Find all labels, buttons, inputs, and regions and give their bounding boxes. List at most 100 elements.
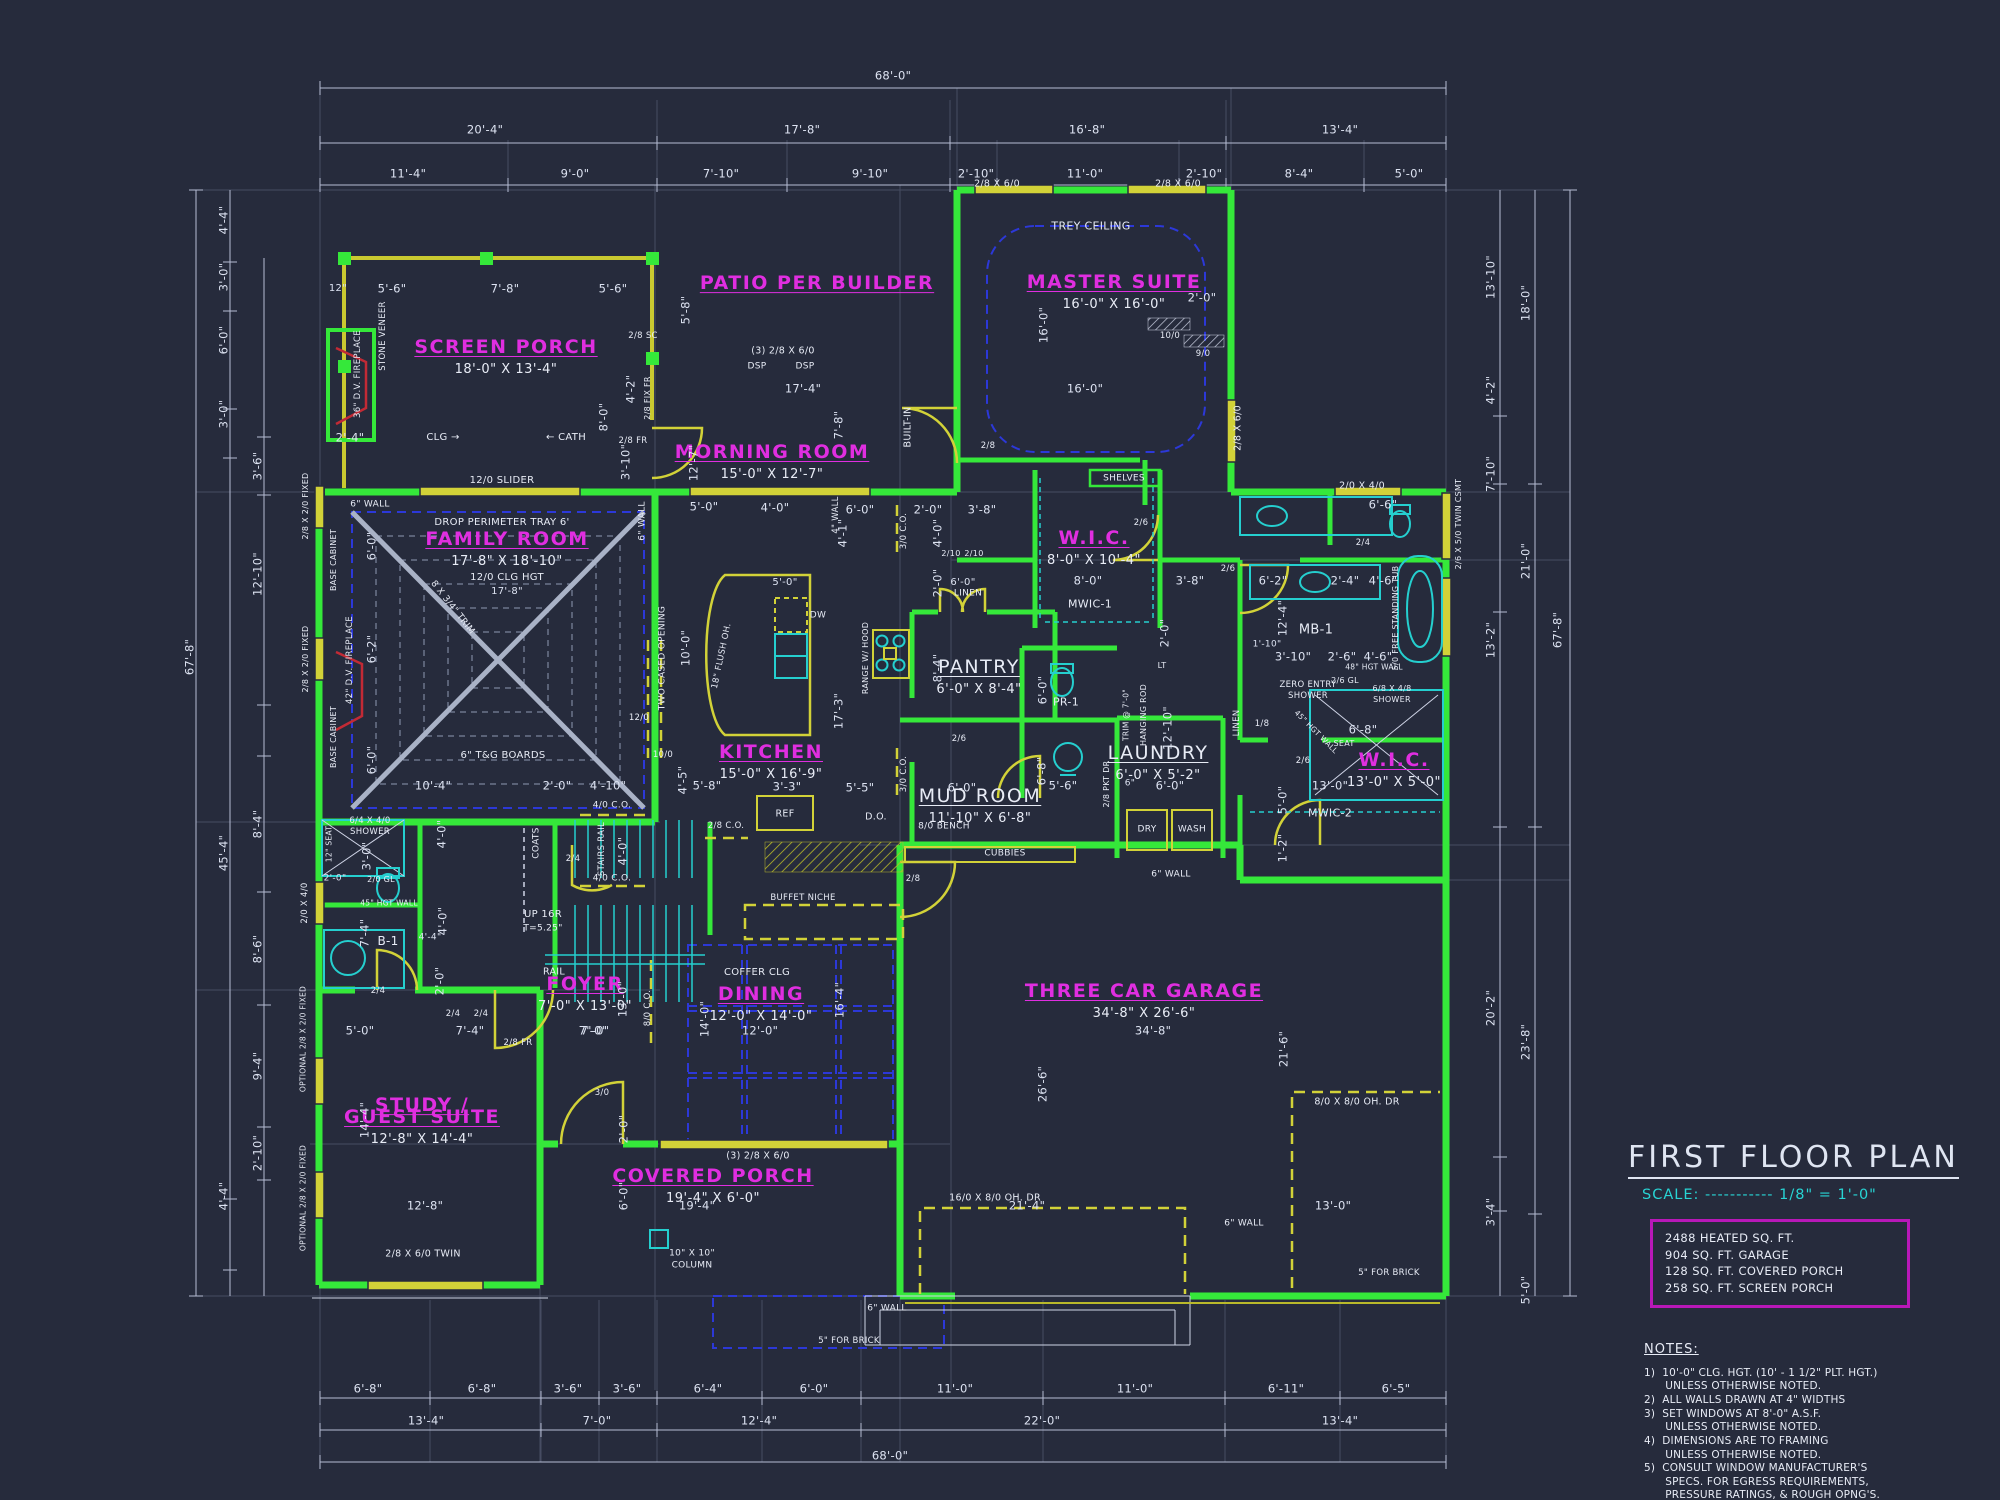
annotation-text: OPTIONAL 2/8 X 2/0 FIXED — [298, 985, 308, 1093]
room-label: PATIO PER BUILDER — [700, 272, 934, 296]
annotation-text: 2/4 — [370, 985, 386, 996]
annotation-text: SHOWER — [1288, 690, 1328, 701]
room-label: MUD ROOM 11'-10" X 6'-8" — [919, 785, 1041, 827]
dimension-text: 8'-4" — [1284, 166, 1314, 181]
annotation-text: 2/8 X 6/0 — [974, 178, 1020, 190]
room-name: THREE CAR GARAGE — [1024, 980, 1264, 1002]
annotation-text: SHOWER — [1373, 695, 1411, 704]
dimension-text: 12'-4" — [740, 1413, 778, 1428]
annotation-text: ZERO ENTRY — [1279, 679, 1337, 690]
dimension-text: 16'-4" — [832, 981, 847, 1019]
annotation-text: 48" HGT WALL — [1345, 662, 1403, 672]
dimension-text: 5'-0" — [772, 577, 798, 588]
dimension-text: 6'-0" — [364, 745, 379, 775]
dimension-text: 12'-8" — [406, 1198, 444, 1213]
dimension-text: 8'-0" — [596, 402, 611, 432]
dimension-text: 2'-10" — [250, 1134, 265, 1172]
dimension-text: 6'-0" — [1035, 675, 1050, 705]
dimension-text: 6'-6" — [1368, 497, 1398, 512]
dimension-text: 3'-8" — [1175, 573, 1205, 588]
dimension-text: 7'-0" — [582, 1413, 612, 1428]
annotation-text: 2/6 GL — [1331, 676, 1359, 685]
annotation-text: TRIM @ 7'-0" — [1121, 688, 1131, 742]
dimension-text: 16'-0" — [1036, 306, 1051, 344]
annotation-text: 2/6 — [1133, 517, 1149, 528]
dimension-text: 2'-0" — [323, 873, 347, 884]
kitchen-sink — [774, 633, 808, 679]
dimension-text: 6'-0" — [216, 325, 231, 355]
dimension-text: 13'-10" — [1483, 255, 1498, 299]
annotation-text: REF — [775, 808, 795, 820]
dimension-text: 9'-4" — [250, 1051, 265, 1081]
dimension-text: 14'-4" — [357, 1101, 372, 1139]
annotation-text: 12/0 SLIDER — [469, 475, 535, 486]
dimension-text: 6'-5" — [1381, 1381, 1411, 1396]
dishwasher — [774, 597, 808, 633]
dimension-text: 67'-8" — [182, 638, 197, 676]
dimension-text: 13'-4" — [407, 1413, 445, 1428]
dimension-text: 10'-4" — [414, 778, 452, 793]
dimension-text: 3'-6" — [250, 451, 265, 481]
dimension-text: 13'-4" — [1321, 122, 1359, 137]
dimension-text: 3'-6" — [612, 1381, 642, 1396]
note-line: 258 SQ. FT. SCREEN PORCH — [1665, 1281, 1834, 1296]
annotation-text: 2/6 X 5/0 TWIN CSMT — [1454, 478, 1463, 570]
note-line: 128 SQ. FT. COVERED PORCH — [1665, 1264, 1844, 1279]
note-line: UNLESS OTHERWISE NOTED. — [1644, 1421, 1822, 1434]
annotation-text: 2/8 FR — [503, 1037, 533, 1048]
annotation-text: MWIC-2 — [1307, 806, 1353, 820]
dimension-text: 13'-2" — [1483, 621, 1498, 659]
dimension-text: 7'-8" — [490, 281, 520, 296]
dimension-text: 11'-4" — [389, 166, 427, 181]
dimension-text: 1'-10" — [1252, 639, 1282, 650]
note-line: 904 SQ. FT. GARAGE — [1665, 1247, 1789, 1262]
annotation-text: 36" D.V. FIREPLACE — [352, 330, 363, 418]
laundry-machines — [1126, 809, 1213, 851]
dimension-text: 68'-0" — [874, 68, 912, 83]
dimension-text: 68'-0" — [871, 1448, 909, 1463]
dimension-text: 2'-0" — [432, 966, 447, 996]
dimension-text: 9'-0" — [560, 166, 590, 181]
dimension-text: 5'-0" — [689, 499, 719, 514]
room-name: LAUNDRY — [1107, 742, 1209, 764]
note-line: UNLESS OTHERWISE NOTED. — [1644, 1380, 1822, 1393]
dimension-text: 4'-0" — [930, 518, 945, 548]
annotation-text: 3/0 — [594, 1087, 610, 1098]
annotation-text: COFFER CLG — [723, 967, 791, 978]
annotation-text: OPTIONAL 2/8 X 2/0 FIXED — [298, 1144, 308, 1252]
room-name: DINING — [717, 983, 805, 1005]
dimension-text: 4'-4" — [418, 932, 442, 943]
hatched-details — [764, 317, 1225, 873]
bath1-door — [375, 948, 419, 991]
room-name: W.I.C. — [1058, 527, 1130, 549]
dimension-text: 7'-0" — [578, 1023, 608, 1038]
powder-room-fixtures — [1050, 663, 1083, 776]
annotation-text: 12/0 CLG HGT — [470, 572, 544, 583]
dimension-text: 17'-4" — [784, 381, 822, 396]
annotation-text: 10" X 10" — [669, 1248, 715, 1259]
dimension-text: 4'-0" — [435, 906, 450, 936]
dimension-text: 12'-7" — [686, 444, 701, 482]
room-name: KITCHEN — [719, 741, 823, 763]
dimension-text: 3'-0" — [216, 399, 231, 429]
room-label: STUDY / — [375, 1094, 469, 1118]
annotation-text: DROP PERIMETER TRAY 6' — [434, 517, 570, 528]
dimension-text: 12'-10" — [1160, 706, 1175, 750]
dimension-text: 3'-10" — [1274, 649, 1312, 664]
annotation-text: 12/0 — [628, 712, 650, 723]
room-dimensions: 17'-8" X 18'-10" — [451, 553, 563, 569]
range — [872, 629, 910, 679]
dimension-text: 4'-1" — [835, 518, 850, 548]
dimension-text: 8'-6" — [250, 934, 265, 964]
annotation-text: COATS — [531, 827, 542, 859]
annotation-text: 16/0 X 8/0 OH. DR — [949, 1192, 1041, 1204]
room-dimensions: 6'-0" X 8'-4" — [936, 681, 1022, 697]
dimension-text: 2'-0" — [930, 568, 945, 598]
dimension-text: 3'-4" — [1483, 1197, 1498, 1227]
dimension-text: 6'-0" — [616, 1181, 631, 1211]
annotation-text: 2/8 X 2/0 FIXED — [301, 625, 310, 693]
dimension-text: 5'-0" — [1394, 166, 1424, 181]
annotation-text: 2/8 X 6/0 — [1155, 178, 1201, 190]
dimension-text: 3'-8" — [967, 502, 997, 517]
room-name: GUEST SUITE — [344, 1106, 500, 1128]
